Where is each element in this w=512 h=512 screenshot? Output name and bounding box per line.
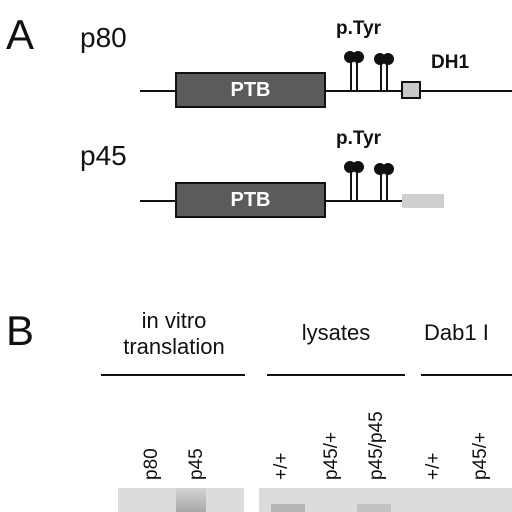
- panel-b-letter: B: [6, 307, 35, 354]
- blot-band-lysate-1: [271, 504, 305, 512]
- p45-label: p45: [80, 140, 127, 171]
- p80-dh1-label: DH1: [431, 52, 470, 73]
- group-underline-dab1: [421, 374, 512, 376]
- panel-a-letter: A: [6, 11, 35, 58]
- lane-label-wt-lysate: +/+: [271, 452, 292, 480]
- lane-label-p45: p45: [186, 448, 207, 480]
- group-label-in-vitro: in vitro translation: [104, 308, 244, 360]
- lane-label-p45-het-lysate: p45/+: [321, 431, 342, 480]
- p80-ptb-domain: PTB: [175, 72, 326, 108]
- group-label-in-vitro-line1: in vitro: [141, 308, 207, 333]
- group-label-in-vitro-line2: translation: [123, 334, 225, 359]
- p80-ptyr-label: p.Tyr: [336, 18, 382, 39]
- p80-phosphotyrosine-marks: [344, 51, 394, 90]
- group-label-lysates: lysates: [301, 320, 371, 345]
- blot-in-vitro-strip: [118, 488, 244, 512]
- p80-ptb-label: PTB: [230, 78, 271, 101]
- group-label-dab1: Dab1 I: [424, 320, 489, 345]
- p45-ptb-domain: PTB: [175, 182, 326, 218]
- lane-label-p80: p80: [141, 448, 162, 480]
- blot-lysates-strip: [259, 488, 512, 512]
- p45-phosphotyrosine-marks: [344, 161, 394, 200]
- lane-label-wt-ip: +/+: [423, 452, 444, 480]
- lane-label-p45-hom-lysate: p45/p45: [366, 411, 387, 480]
- p80-dh1-box: [401, 81, 421, 99]
- p45-ptyr-label: p.Tyr: [336, 128, 382, 149]
- p80-label: p80: [80, 22, 127, 53]
- p45-novel-tail: [402, 194, 444, 208]
- p45-ptb-label: PTB: [230, 188, 271, 211]
- group-underline-in-vitro: [101, 374, 245, 376]
- lane-label-p45-het-ip: p45/+: [470, 431, 491, 480]
- p80-backbone-line: [140, 90, 512, 92]
- blot-band-lysate-3: [357, 504, 391, 512]
- group-underline-lysates: [267, 374, 405, 376]
- blot-band-p45: [176, 488, 206, 512]
